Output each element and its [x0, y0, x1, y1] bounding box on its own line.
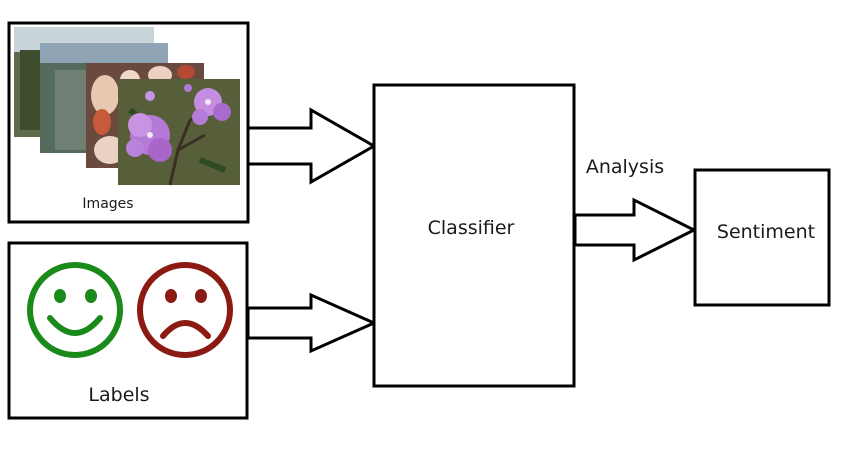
images-box: Images [7, 21, 250, 224]
classifier-box: Classifier [372, 83, 576, 388]
classifier-to-sentiment-arrow [573, 197, 698, 263]
sad-face-icon [137, 262, 233, 358]
images-to-classifier-arrow [246, 107, 378, 185]
labels-label: Labels [88, 384, 149, 406]
labels-to-classifier-arrow [246, 292, 378, 354]
sentiment-label: Sentiment [717, 221, 815, 243]
images-label: Images [82, 196, 133, 212]
happy-face-icon [27, 262, 123, 358]
flower-photo [118, 79, 240, 186]
sentiment-box: Sentiment [693, 168, 831, 307]
analysis-label: Analysis [586, 156, 664, 178]
classifier-label: Classifier [428, 217, 515, 239]
labels-box: Labels [7, 241, 249, 420]
image-stack [14, 27, 240, 186]
